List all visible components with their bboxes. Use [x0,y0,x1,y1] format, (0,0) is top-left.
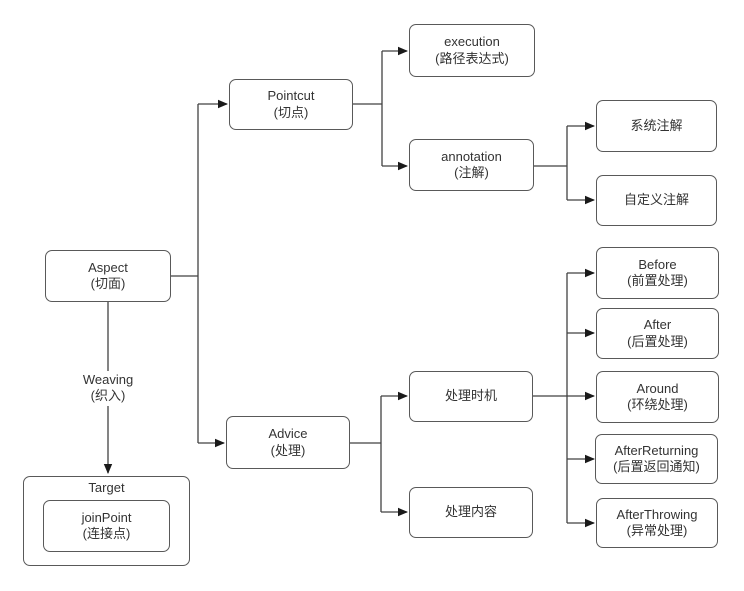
node-title: AfterThrowing [616,506,698,522]
edge-label-title: Weaving [82,372,134,387]
node-subtitle: (切点) [273,104,309,120]
edge-label-subtitle: (织入) [90,388,126,404]
node-title: annotation [441,148,502,164]
node-timing: 处理时机 [409,371,533,422]
edge-annotation-branch [534,126,568,200]
node-custom-annotation: 自定义注解 [596,175,717,226]
node-title: Pointcut [267,88,315,104]
edge-label-weaving: Weaving (织入) [70,371,146,406]
node-before: Before (前置处理) [596,247,719,299]
node-annotation: annotation (注解) [409,139,534,191]
node-title: execution [444,34,500,50]
node-execution: execution (路径表达式) [409,24,535,77]
edge-advice-branch [350,396,382,512]
node-subtitle: (连接点) [82,526,131,541]
node-title: 自定义注解 [623,192,689,208]
node-subtitle: (后置处理) [627,333,688,349]
node-title: 处理内容 [444,504,497,520]
node-title: AfterReturning [614,442,699,458]
node-subtitle: (注解) [454,165,489,180]
node-after-throwing: AfterThrowing (异常处理) [596,498,718,548]
node-subtitle: (处理) [270,442,306,458]
node-title: Target [88,480,125,495]
node-title: joinPoint [81,509,132,525]
node-aspect: Aspect (切面) [45,250,171,302]
node-subtitle: (切面) [90,276,126,291]
edge-pointcut-branch [353,51,383,166]
node-content: 处理内容 [409,487,533,538]
node-after: After (后置处理) [596,308,719,359]
node-subtitle: (前置处理) [627,273,688,288]
node-system-annotation: 系统注解 [596,100,717,152]
node-advice: Advice (处理) [226,416,350,469]
node-after-returning: AfterReturning (后置返回通知) [595,434,718,484]
node-subtitle: (后置返回通知) [613,459,700,474]
node-title: 处理时机 [444,388,497,404]
node-title: Advice [268,426,308,442]
edge-timing-branch [533,273,568,523]
node-around: Around (环绕处理) [596,371,719,423]
node-subtitle: (路径表达式) [435,50,509,66]
node-title: Before [638,256,677,272]
node-title: After [643,317,672,333]
node-title: Aspect [88,259,128,275]
node-subtitle: (异常处理) [626,523,688,538]
node-joinpoint: joinPoint (连接点) [43,500,170,552]
node-pointcut: Pointcut (切点) [229,79,353,130]
node-subtitle: (环绕处理) [627,397,688,412]
node-title: 系统注解 [630,117,683,133]
edge-aspect-trunk [171,104,199,443]
node-title: Around [636,380,679,396]
node-target: Target joinPoint (连接点) [23,476,190,566]
